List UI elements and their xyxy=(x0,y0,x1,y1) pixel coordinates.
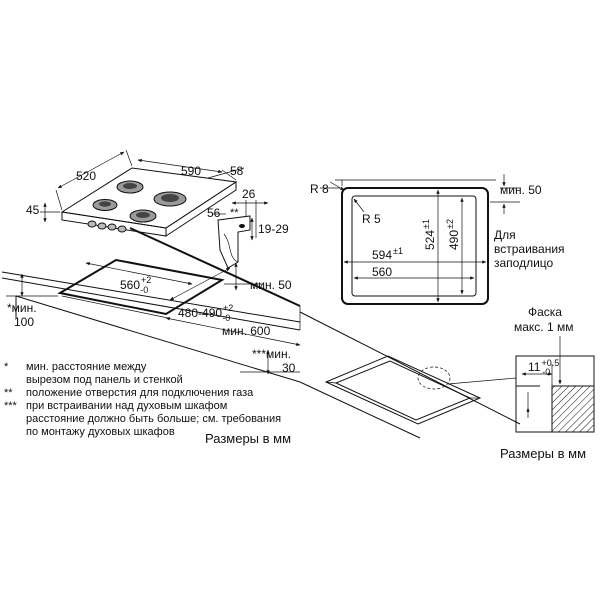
outer-height-base: 524 xyxy=(423,230,437,250)
burner-front-left xyxy=(92,199,118,211)
cutout-dimension-lines xyxy=(6,262,301,375)
chamfer-dim-label: 11+0.5-0 xyxy=(528,358,559,377)
chamfer-dim-tol-plus: +0.5 xyxy=(541,358,559,368)
min-30-label: ***мин. xyxy=(252,347,291,361)
right-caption: Размеры в мм xyxy=(500,446,586,461)
min-50-right-label: мин. 50 xyxy=(500,183,542,197)
cutout-width-tol-minus: -0 xyxy=(140,285,148,295)
min-50-left-label: мин. 50 xyxy=(250,278,292,292)
hob-side-edge xyxy=(165,181,237,237)
hob-step-label: 56 xyxy=(207,206,221,220)
note-mark-3: *** xyxy=(4,400,18,412)
outer-radius-label: R 8 xyxy=(310,182,329,196)
min-100-label: *мин. xyxy=(7,301,37,315)
hob-width-label: 520 xyxy=(76,169,96,183)
note-text-3: при встраивании над духовым шкафом xyxy=(26,400,227,412)
footnotes: * мин. расстояние между вырезом под пане… xyxy=(4,361,281,438)
burner-front-right xyxy=(129,209,157,223)
chamfer-hatch xyxy=(551,385,595,433)
gas-range-label: 19-29 xyxy=(258,222,289,236)
note-text-5: по монтажу духовых шкафов xyxy=(26,426,175,438)
inner-height-base: 490 xyxy=(447,230,461,250)
outer-width-label: 594±1 xyxy=(372,246,403,262)
min-30-value: 30 xyxy=(282,361,296,375)
flush-label-line1: Для xyxy=(494,228,516,242)
flush-cutout-top-view xyxy=(320,174,520,305)
cutout-depth-label: 480-490+2-0 xyxy=(178,303,233,323)
hob-side-label: 58 xyxy=(230,164,244,178)
note-text-4: расстояние должно быть больше; см. требо… xyxy=(26,413,281,425)
flush-label-line3: заподлицо xyxy=(494,256,554,270)
outer-width-tol: ±1 xyxy=(393,246,403,256)
chamfer-dim-base: 11 xyxy=(528,360,541,374)
gas-position-mark: ** xyxy=(230,207,239,219)
cutout-depth-tol-plus: +2 xyxy=(223,303,233,313)
hob-dimension-lines xyxy=(40,149,245,223)
chamfer-label-line2: макс. 1 мм xyxy=(514,320,573,334)
outer-height-label: 524±1 xyxy=(421,219,437,250)
inner-height-tol: ±2 xyxy=(445,219,455,229)
cutout-width-base: 560 xyxy=(120,278,140,292)
hob-depth-label: 590 xyxy=(181,164,201,178)
note-mark-2: ** xyxy=(4,387,13,399)
burner-back-left xyxy=(116,180,144,194)
gas-connection-detail xyxy=(212,200,269,269)
control-knobs xyxy=(87,220,127,233)
cutout-depth-base: 480-490 xyxy=(178,306,222,320)
min-100-value: 100 xyxy=(14,315,34,329)
gas-top-offset-label: 26 xyxy=(242,187,256,201)
inner-radius-label: R 5 xyxy=(362,212,381,226)
flush-label-line2: встраивания xyxy=(494,242,565,256)
left-caption: Размеры в мм xyxy=(205,431,291,446)
cutout-width-tol-plus: +2 xyxy=(141,275,151,285)
cutout-width-label: 560+2-0 xyxy=(120,275,151,295)
chamfer-detail-circle xyxy=(417,366,451,390)
note-text-1: вырезом под панель и стенкой xyxy=(26,374,183,386)
outer-cutout-rect xyxy=(341,187,489,305)
min-600-label: мин. 600 xyxy=(222,324,271,338)
hob-illustration xyxy=(60,167,238,237)
cutout-depth-tol-minus: -0 xyxy=(222,313,230,323)
inner-height-label: 490±2 xyxy=(445,219,461,250)
hob-height-label: 45 xyxy=(26,203,40,217)
chamfer-dim-tol-minus: -0 xyxy=(542,367,550,377)
inner-width-label: 560 xyxy=(372,265,392,279)
cabinet-front xyxy=(15,295,301,383)
chamfer-label-line1: Фаска xyxy=(528,305,562,319)
flush-worktop-isometric xyxy=(299,311,521,439)
note-text-0: мин. расстояние между xyxy=(26,361,147,373)
outer-height-tol: ±1 xyxy=(421,219,431,229)
note-text-2: положение отверстия для подключения газа xyxy=(26,387,254,399)
outer-width-base: 594 xyxy=(372,248,392,262)
note-mark-0: * xyxy=(4,361,9,373)
chamfer-detail xyxy=(515,336,595,433)
inner-cutout-rect xyxy=(351,195,477,297)
burner-back-right xyxy=(153,191,187,207)
